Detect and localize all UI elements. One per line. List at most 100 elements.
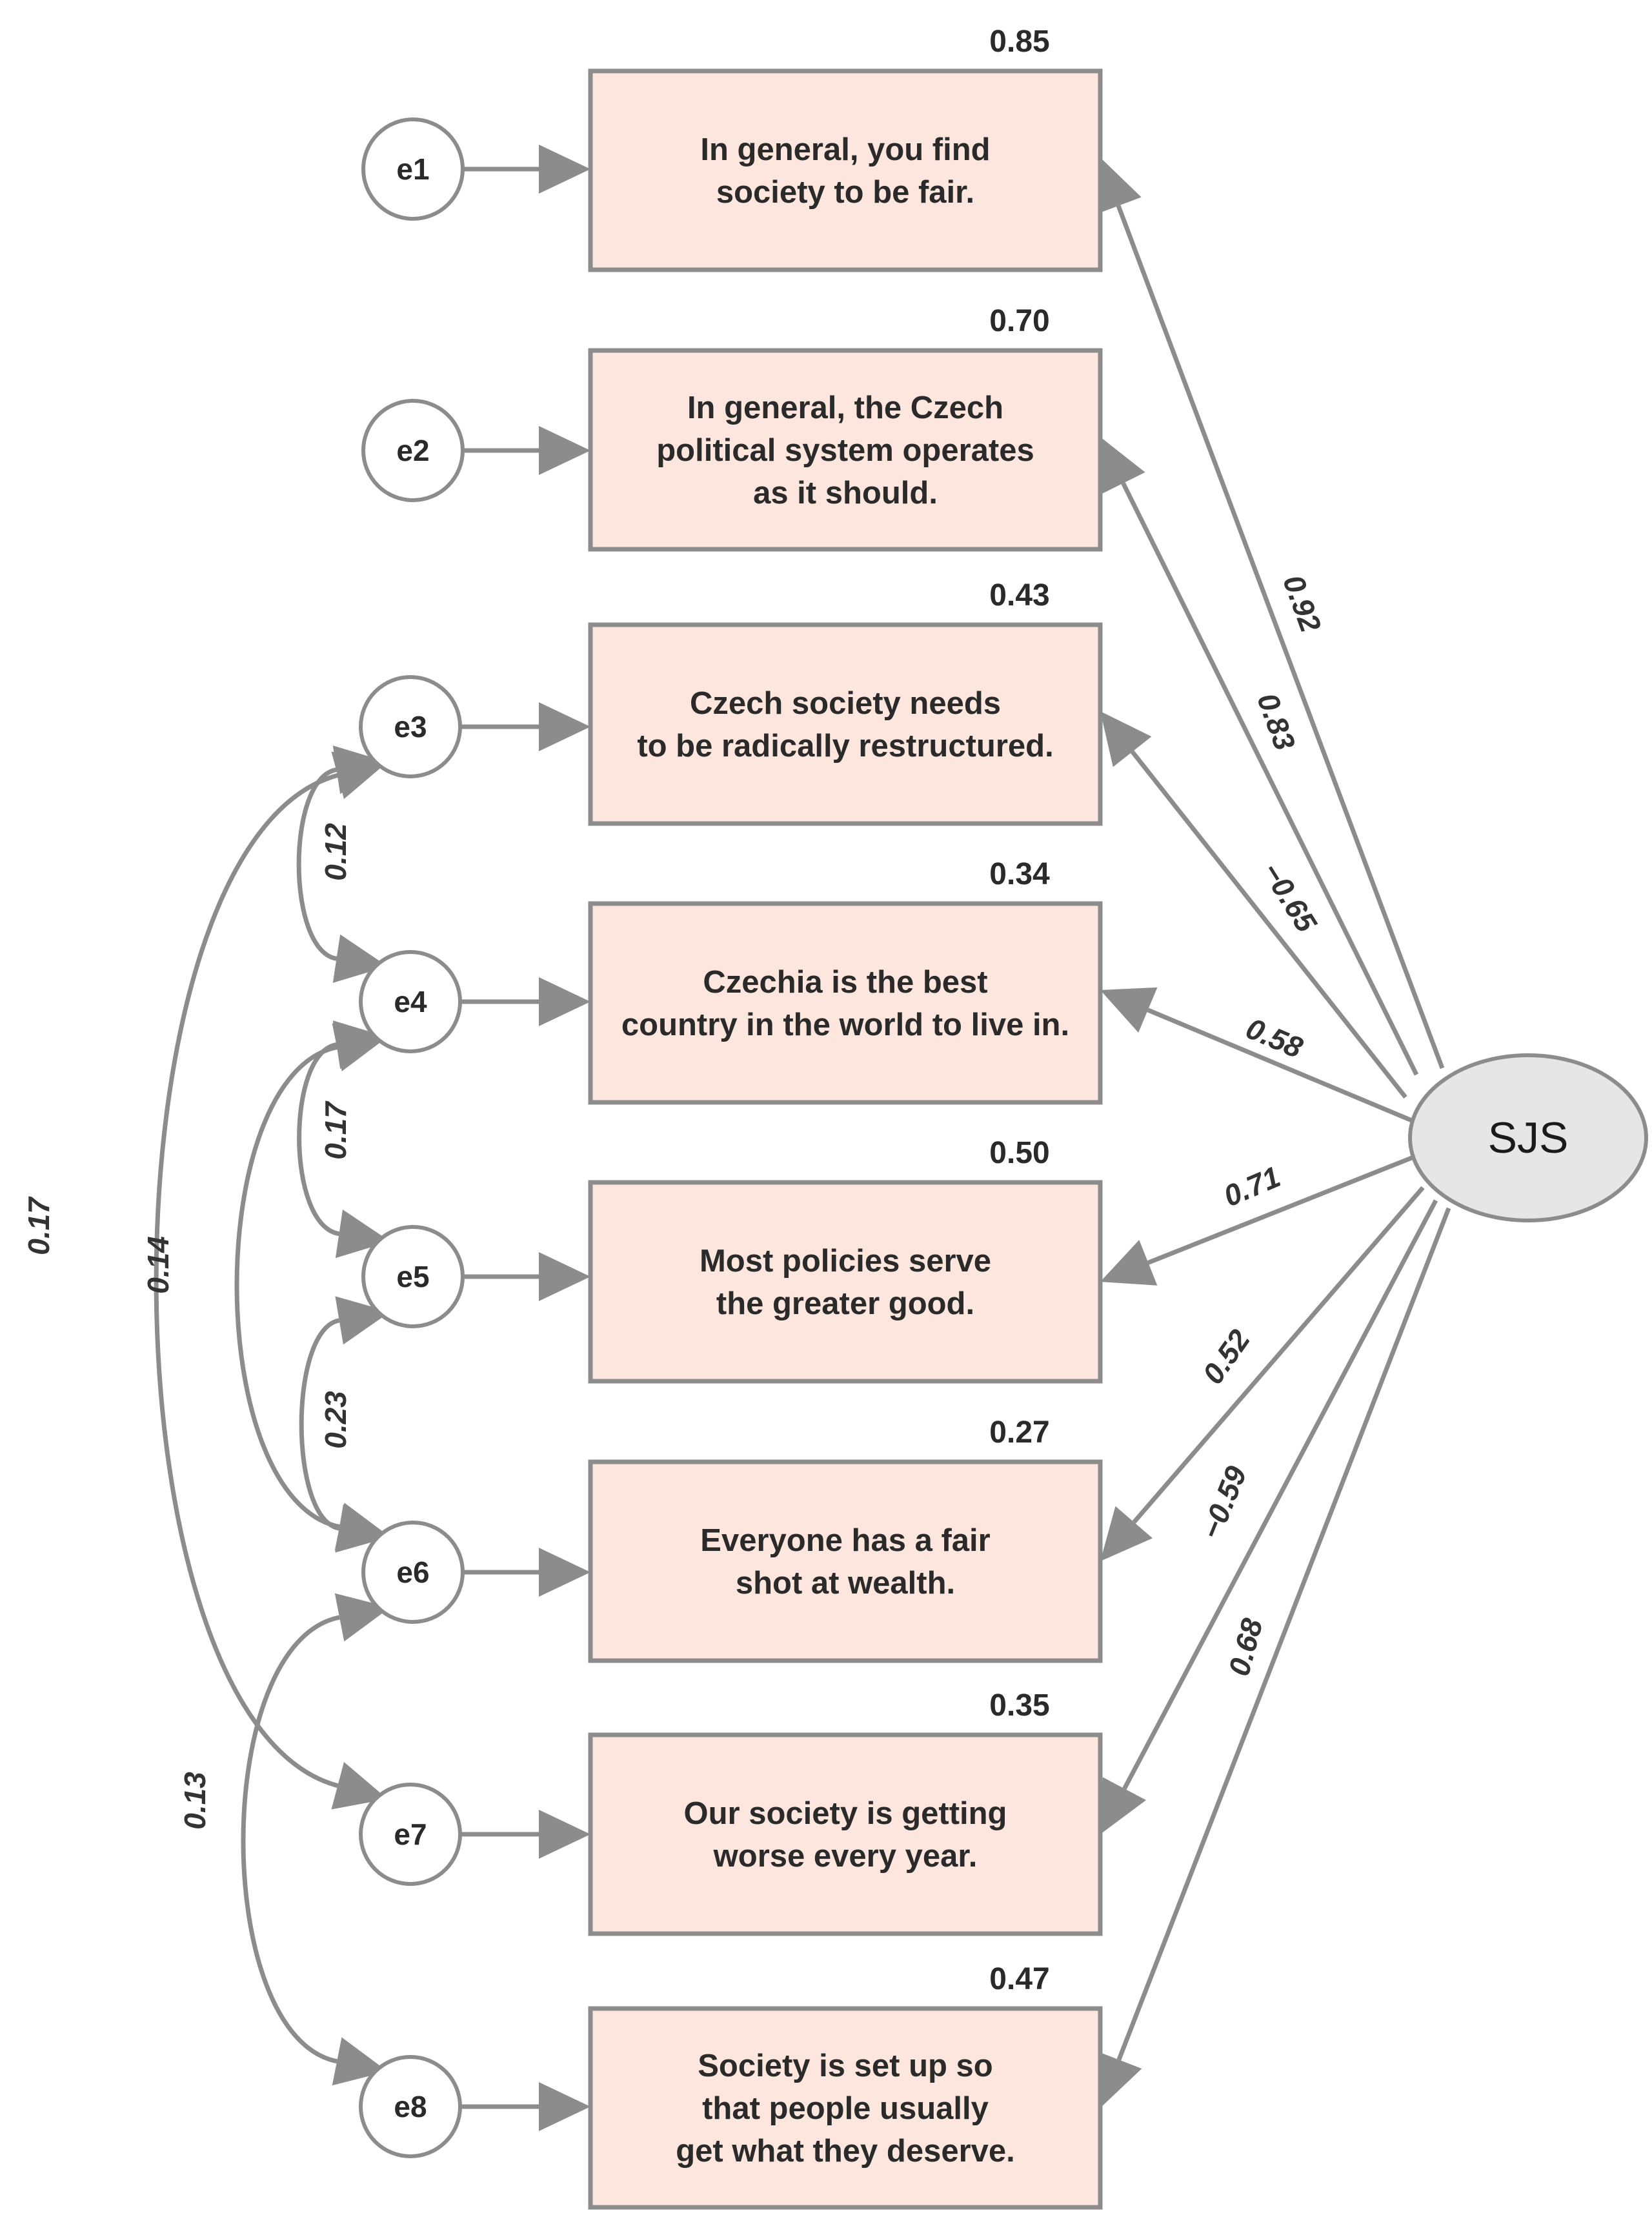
loading-coefficient: 0.58	[1242, 1011, 1308, 1065]
loading-coefficient: 0.68	[1222, 1615, 1269, 1679]
r-squared-label: 0.50	[989, 1136, 1049, 1170]
loading-arrow	[1122, 1199, 1438, 1790]
loading-arrow	[1116, 205, 1445, 1069]
covariance-coefficient: 0.23	[319, 1391, 352, 1449]
error-term-label: e7	[394, 1817, 427, 1851]
r-squared-label: 0.43	[989, 578, 1049, 612]
indicator-text: Everyone has a fair	[700, 1523, 990, 1558]
latent-factor	[1408, 1053, 1648, 1222]
error-term-circle	[361, 1225, 465, 1328]
indicator-box	[588, 68, 1103, 272]
r-squared-label: 0.35	[989, 1688, 1049, 1723]
indicator-text: as it should.	[753, 476, 938, 511]
covariance-arrowhead	[335, 1210, 390, 1259]
error-term-circle	[361, 399, 465, 502]
error-arrowhead	[539, 977, 590, 1026]
loading-arrowhead	[1096, 2050, 1142, 2108]
indicator-text: country in the world to live in.	[621, 1007, 1069, 1042]
indicator-text: Czech society needs	[690, 686, 1001, 721]
loading-arrow	[1130, 750, 1407, 1099]
error-term-circle	[361, 117, 465, 221]
loading-coefficient: 0.83	[1251, 689, 1302, 754]
covariance-curve	[299, 1318, 340, 1531]
indicator-box	[588, 622, 1103, 826]
loading-coefficient: 0.92	[1276, 571, 1328, 636]
indicator-text: the greater good.	[716, 1286, 974, 1321]
error-term-label: e8	[394, 2090, 427, 2123]
loading-arrowhead	[1100, 987, 1158, 1033]
error-term-label: e4	[394, 985, 427, 1018]
error-term-label: e2	[396, 434, 429, 467]
loading-arrow	[1121, 482, 1419, 1076]
indicator-text: In general, you find	[700, 132, 990, 167]
error-arrowhead	[539, 1252, 590, 1301]
latent-factor-label: SJS	[1488, 1113, 1569, 1162]
nodes-layer: In general, you find society to be fair. e…	[359, 68, 1648, 2210]
error-arrowhead	[539, 1548, 590, 1597]
error-term-label: e1	[396, 152, 429, 186]
loading-arrowhead	[1100, 1777, 1147, 1834]
error-arrowhead	[539, 426, 590, 475]
loading-arrowhead	[1100, 711, 1152, 767]
loading-arrow	[1147, 1155, 1415, 1265]
covariance-arrowhead	[331, 751, 388, 799]
indicator-box	[588, 2006, 1103, 2210]
r-squared-label: 0.27	[989, 1415, 1049, 1450]
loading-arrowhead	[1095, 157, 1142, 215]
loading-coefficient: 0.71	[1219, 1160, 1285, 1213]
indicator-text: Society is set up so	[698, 2049, 993, 2083]
indicator-text: shot at wealth.	[736, 1566, 955, 1601]
error-term-label: e5	[396, 1260, 429, 1293]
r-squared-label: 0.34	[989, 857, 1050, 891]
error-arrowhead	[539, 1810, 590, 1859]
indicator-box	[588, 1459, 1103, 1663]
covariance-coefficient: 0.12	[319, 823, 352, 881]
indicator-box	[588, 1732, 1103, 1936]
covariance-coefficient: 0.14	[141, 1236, 175, 1294]
error-term-circle	[359, 1783, 462, 1886]
covariance-curve	[234, 1045, 340, 1530]
error-term-circle	[359, 675, 462, 778]
error-term-circle	[361, 1521, 465, 1624]
indicator-text: Our society is getting	[684, 1796, 1007, 1831]
r-squared-label: 0.85	[989, 25, 1049, 59]
indicator-text: get what they deserve.	[676, 2134, 1015, 2169]
error-term-circle	[359, 2055, 462, 2158]
r-squared-label: 0.70	[989, 304, 1049, 338]
covariance-coefficient: 0.17	[22, 1196, 55, 1255]
indicator-text: Czechia is the best	[703, 965, 987, 1000]
error-term-label: e6	[396, 1555, 429, 1589]
edges-layer	[154, 145, 1451, 2131]
indicator-box	[588, 348, 1103, 552]
covariance-arrowhead	[331, 1762, 388, 1810]
indicator-text: to be radically restructured.	[637, 729, 1053, 764]
loading-arrow	[1132, 1186, 1425, 1524]
indicator-text: that people usually	[702, 2091, 989, 2126]
indicator-text: In general, the Czech	[687, 390, 1003, 425]
covariance-coefficient: 0.17	[319, 1100, 352, 1160]
loading-coefficient: −0.59	[1194, 1461, 1253, 1544]
loading-arrowhead	[1100, 1506, 1153, 1561]
indicator-text: political system operates	[656, 433, 1034, 468]
loading-coefficient: 0.52	[1196, 1323, 1256, 1390]
indicator-text: society to be fair.	[716, 175, 974, 210]
indicator-box	[588, 901, 1103, 1105]
covariance-curve	[154, 773, 339, 1788]
error-arrowhead	[539, 145, 590, 194]
covariance-coefficient: 0.13	[178, 1772, 212, 1830]
indicator-text: Most policies serve	[700, 1244, 991, 1279]
indicator-text: worse every year.	[713, 1839, 978, 1874]
covariance-curve	[241, 1615, 340, 2064]
error-term-circle	[359, 950, 462, 1053]
indicator-box	[588, 1180, 1103, 1384]
covariance-arrowhead	[332, 934, 388, 983]
error-arrowhead	[539, 2082, 590, 2131]
error-arrowhead	[539, 702, 590, 751]
loading-arrowhead	[1100, 437, 1145, 494]
error-term-label: e3	[394, 710, 427, 744]
loading-arrowhead	[1100, 1240, 1158, 1286]
loading-arrow	[1116, 1207, 1451, 2061]
r-squared-label: 0.47	[989, 1962, 1049, 1996]
loading-arrow	[1147, 1007, 1415, 1124]
